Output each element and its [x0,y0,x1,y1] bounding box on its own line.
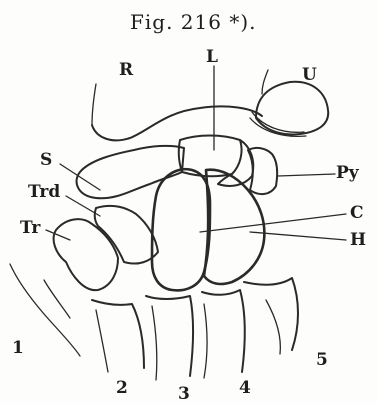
metacarpal-4-side [204,304,207,378]
label-metacarpal-2: 2 [116,378,128,398]
metacarpal-5-base [244,278,298,350]
label-H: H [350,230,366,250]
label-U: U [302,65,317,85]
ulna-head [256,82,328,135]
leader-line-Tr [46,230,70,240]
metacarpal-1-inner [44,280,70,318]
metacarpal-4-base [202,290,245,372]
label-Tr: Tr [20,218,41,238]
hamate-bone [204,170,264,284]
metacarpal-5-side [266,300,280,354]
metacarpal-3-side [152,306,157,380]
label-R: R [119,60,134,80]
label-metacarpal-1: 1 [12,338,24,358]
metacarpal-3-base [146,296,193,376]
leader-line-S [60,164,100,190]
radius-outline [92,106,262,140]
capitate-bone [152,169,210,290]
label-C: C [350,203,364,223]
label-L: L [206,47,218,67]
label-metacarpal-4: 4 [239,378,251,398]
leader-line-C [200,214,346,232]
label-Trd: Trd [28,182,60,202]
metacarpal-2-base [92,300,144,368]
metacarpal-2-side [96,310,108,372]
trapezium-bone [54,219,118,290]
leader-line-Py [278,174,335,176]
leader-line-Trd [66,196,100,216]
label-metacarpal-3: 3 [178,384,190,403]
label-S: S [40,150,52,170]
radius-shaft-edge [92,84,96,125]
scaphoid-bone [77,146,184,198]
figure-caption: Fig. 216 *). [130,10,256,34]
label-Py: Py [336,163,360,183]
label-metacarpal-5: 5 [316,350,328,370]
